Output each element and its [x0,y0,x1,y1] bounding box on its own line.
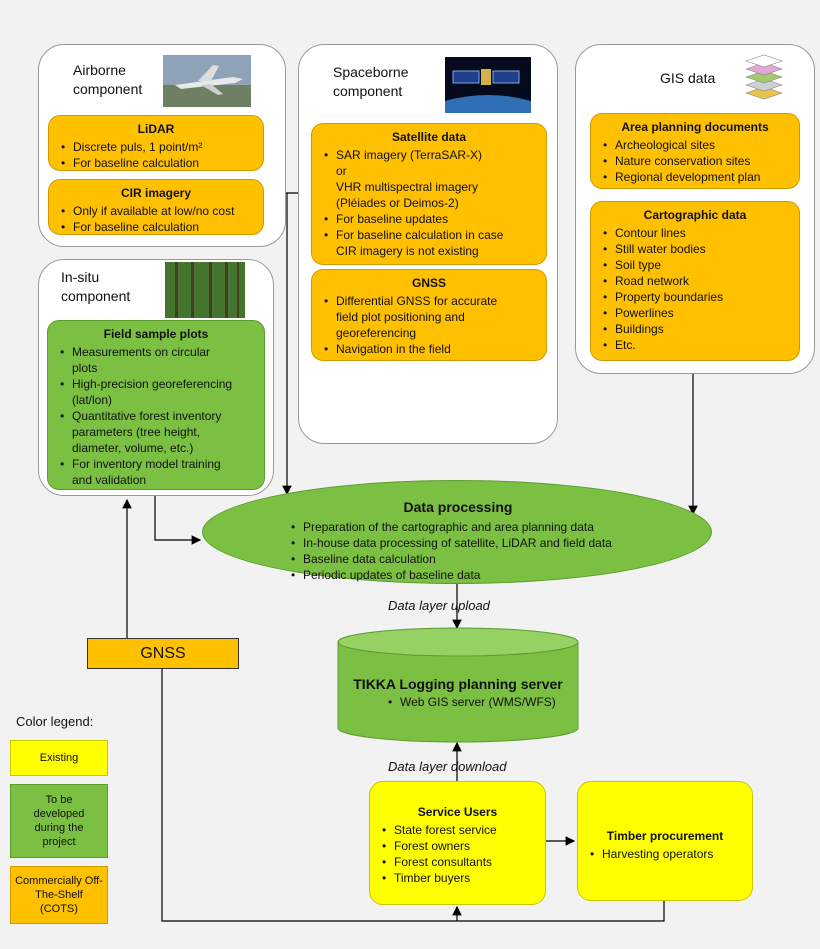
field-sample-box: Field sample plots Measurements on circu… [47,320,265,490]
service-item: Timber buyers [382,870,537,886]
satellite-item: (Pléiades or Deimos-2) [336,196,459,210]
gis-panel: GIS data Area planning documents Archeol… [575,44,815,374]
processing-item: Preparation of the cartographic and area… [291,519,612,535]
lidar-item: For baseline calculation [61,155,255,171]
carto-item: Property boundaries [603,289,791,305]
satellite-icon [445,57,531,113]
gnss-item: georeferencing [336,326,417,340]
satellite-data-box: Satellite data SAR imagery (TerraSAR-X) … [311,123,547,265]
lidar-item: Discrete puls, 1 point/m² [61,139,255,155]
legend-title: Color legend: [16,714,94,729]
spaceborne-panel: Spaceborne component Satellite data SAR … [298,44,558,444]
legend-developed: To be developed during the project [10,784,108,858]
service-item: State forest service [382,822,537,838]
processing-item: Periodic updates of baseline data [291,567,612,583]
field-item: diameter, volume, etc.) [72,441,194,455]
gnss-item: Navigation in the field [324,341,538,357]
carto-item: Powerlines [603,305,791,321]
airborne-title: Airborne component [73,62,143,97]
server-title: TIKKA Logging planning server [353,676,563,692]
legend-cots: Commercially Off-The-Shelf (COTS) [10,866,108,924]
insitu-panel: In-situ component Field sample plots Mea… [38,259,274,496]
processing-item: In-house data processing of satellite, L… [291,535,612,551]
service-users-box: Service Users State forest service Fores… [369,781,546,905]
service-item: Forest owners [382,838,537,854]
field-item: Measurements on circular [60,344,256,360]
satellite-item: VHR multispectral imagery [336,180,479,194]
satellite-item: SAR imagery (TerraSAR-X) [324,147,538,163]
field-item: High-precision georeferencing [60,376,256,392]
carto-item: Still water bodies [603,241,791,257]
insitu-title: In-situ component [61,269,131,304]
satellite-item: For baseline updates [324,211,538,227]
carto-item: Road network [603,273,791,289]
timber-procurement-box: Timber procurement Harvesting operators [577,781,753,901]
cartographic-box: Cartographic data Contour lines Still wa… [590,201,800,361]
satellite-item: For baseline calculation in case [324,227,538,243]
gis-title: GIS data [660,70,716,86]
area-item: Nature conservation sites [603,153,791,169]
service-item: Forest consultants [382,854,537,870]
carto-item: Etc. [603,337,791,353]
satellite-item: or [336,164,347,178]
carto-item: Soil type [603,257,791,273]
area-planning-box: Area planning documents Archeological si… [590,113,800,189]
field-item: plots [72,361,98,375]
field-item: parameters (tree height, [72,425,201,439]
field-item: Quantitative forest inventory [60,408,256,424]
gnss-item: Differential GNSS for accurate [324,293,538,309]
gnss-box: GNSS [87,638,239,669]
satellite-item: CIR imagery is not existing [336,244,479,258]
field-item: and validation [72,473,147,487]
timber-item: Harvesting operators [590,846,744,862]
lidar-box: LiDAR Discrete puls, 1 point/m² For base… [48,115,264,171]
carto-item: Buildings [603,321,791,337]
airborne-panel: Airborne component LiDAR Discrete puls, … [38,44,286,247]
processing-title: Data processing [403,499,513,515]
cir-item: Only if available at low/no cost [61,203,255,219]
carto-item: Contour lines [603,225,791,241]
gnss-data-box: GNSS Differential GNSS for accurate fiel… [311,269,547,361]
data-processing-ellipse: Data processing Preparation of the carto… [202,480,712,584]
forest-icon [165,262,245,318]
spaceborne-title: Spaceborne component [333,64,409,99]
field-item: (lat/lon) [72,393,113,407]
legend-existing: Existing [10,740,108,776]
gnss-item: field plot positioning and [336,310,465,324]
upload-label: Data layer upload [388,598,490,613]
server-item: Web GIS server (WMS/WFS) [388,694,556,710]
cir-item: For baseline calculation [61,219,255,235]
airplane-icon [163,55,251,107]
processing-item: Baseline data calculation [291,551,612,567]
area-item: Archeological sites [603,137,791,153]
area-item: Regional development plan [603,169,791,185]
map-layers-icon [745,54,783,100]
field-item: For inventory model training [60,456,256,472]
server-cylinder-icon [337,627,579,743]
download-label: Data layer download [388,759,507,774]
cir-box: CIR imagery Only if available at low/no … [48,179,264,235]
